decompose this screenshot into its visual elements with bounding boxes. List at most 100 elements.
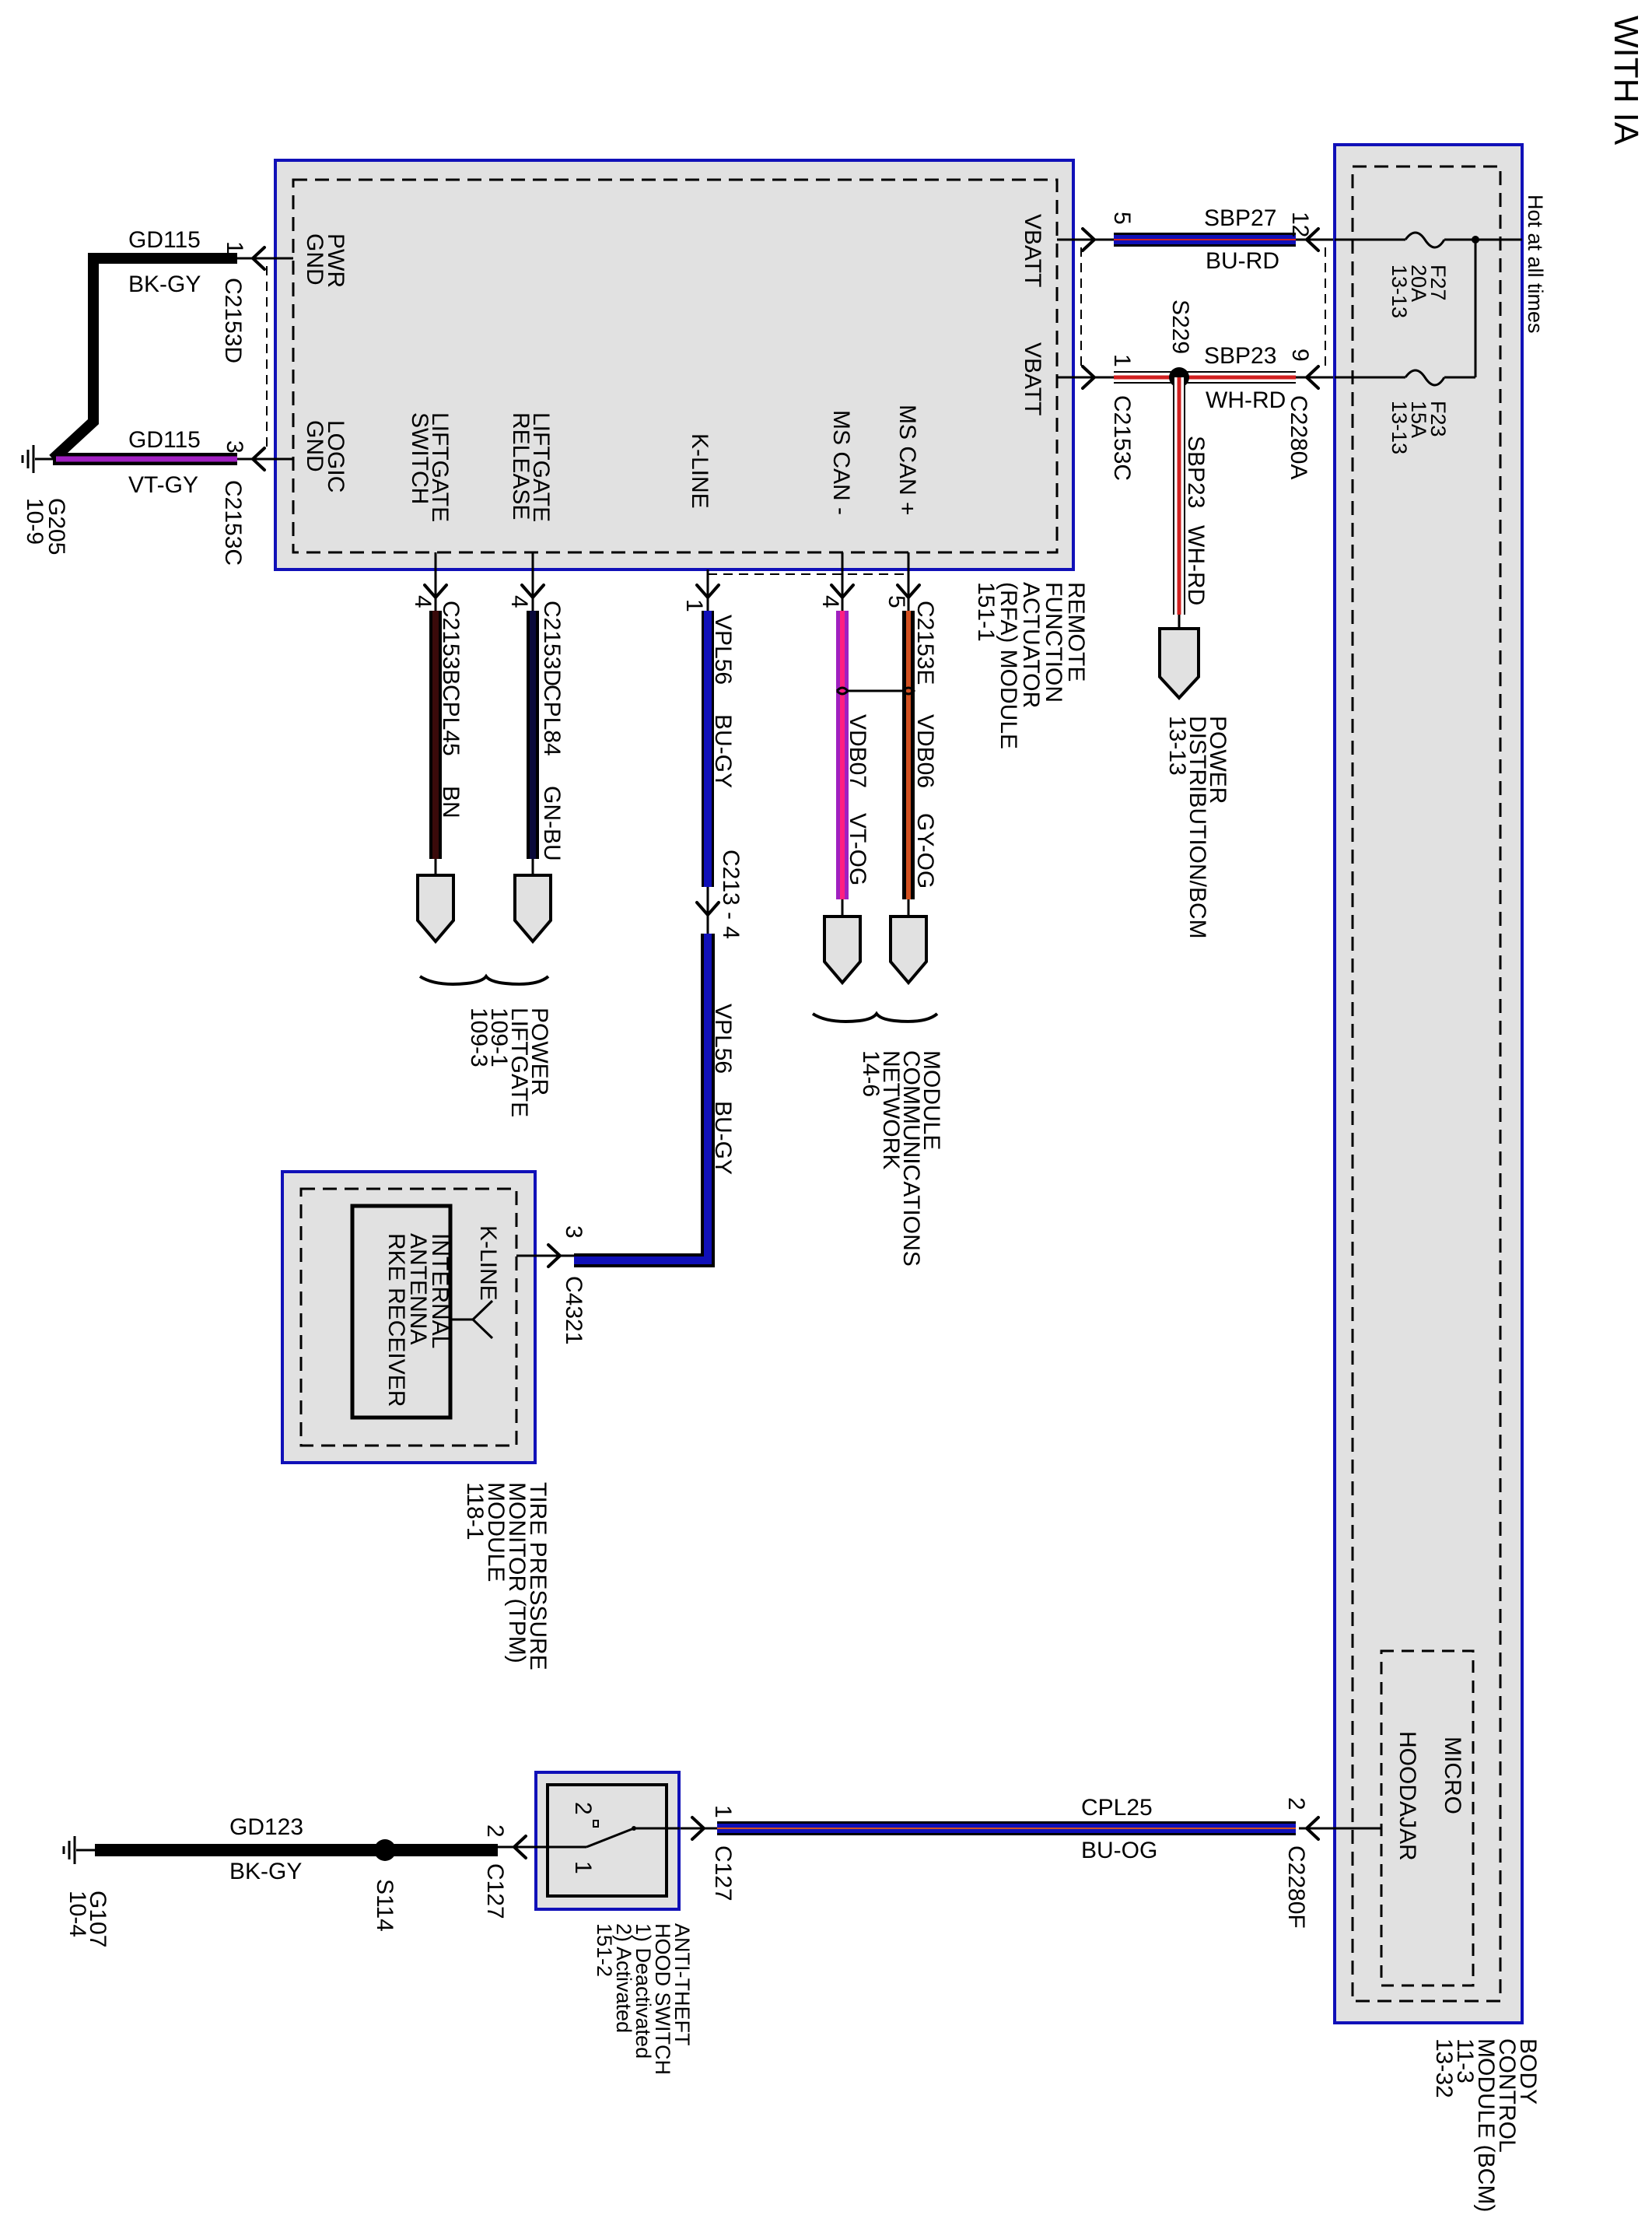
reference-stub-ms-can-plus[interactable] [889, 915, 928, 986]
svg-text:COMMUNICATIONS: COMMUNICATIONS [898, 1050, 924, 1267]
reference-stub-liftgate-release[interactable] [513, 874, 552, 945]
ground-symbol-g107 [62, 1836, 95, 1864]
pin-number-1-k-line: 1 [681, 599, 707, 612]
pin-number-4-ms-can-minus: 4 [817, 595, 843, 608]
circuit-label-cpl25: CPL25 [1081, 1795, 1153, 1821]
pin-number-1: 1 [222, 241, 247, 254]
fuse-rating-f27: 20A [1407, 265, 1430, 302]
svg-text:INTERNAL: INTERNAL [427, 1233, 453, 1348]
fuse-icon-f23 [1404, 369, 1446, 387]
pin-number-2-c2280f: 2 [1283, 1797, 1309, 1810]
connector-label-c2153b: C2153B [438, 601, 464, 685]
connector-label-c2153e: C2153E [912, 601, 938, 685]
reference-stub-power-distribution[interactable] [1158, 627, 1200, 700]
wire-color-gn-bu: GN-BU [539, 786, 565, 861]
pin-number-9: 9 [1287, 349, 1313, 362]
fuse-label-f27: F27 [1426, 265, 1450, 301]
splice-s114 [374, 1839, 396, 1861]
rfa-pin-liftgate-switch-line2: SWITCH [407, 412, 432, 504]
connector-label-c2153c: C2153C [220, 480, 246, 566]
circuit-label-sbp23-branch: SBP23 [1183, 436, 1209, 508]
pin-number-5-ms-can-plus: 5 [884, 595, 909, 608]
wire-color-vt-gy: VT-GY [128, 472, 198, 498]
svg-text:(RFA) MODULE: (RFA) MODULE [996, 582, 1021, 749]
svg-text:REMOTE: REMOTE [1063, 582, 1089, 682]
connector-label-c2280a: C2280A [1286, 395, 1311, 479]
svg-text:LIFTGATE: LIFTGATE [506, 1008, 532, 1117]
fuse-icon-f27 [1404, 231, 1446, 249]
svg-text:1) Deactivated: 1) Deactivated [632, 1923, 655, 2059]
svg-text:TIRE PRESSURE: TIRE PRESSURE [525, 1482, 551, 1670]
circuit-label-gd115-1: GD115 [128, 227, 201, 253]
wire-color-bu-gy: BU-GY [710, 714, 736, 788]
rfa-pin-vbatt-1: VBATT [1020, 214, 1045, 287]
svg-text:13-32: 13-32 [1431, 2038, 1457, 2098]
reference-power-distribution: POWER DISTRIBUTION/BCM 13-13 [1164, 716, 1230, 939]
circuit-label-vpl56-2: VPL56 [710, 1004, 736, 1074]
connector-arrow-c127-2 [512, 1835, 527, 1859]
connector-arrow-c2280f-2 [1304, 1816, 1320, 1841]
pin-number-1-c127: 1 [710, 1805, 736, 1818]
svg-text:RKE RECEIVER: RKE RECEIVER [383, 1233, 409, 1407]
ground-ref-g107: 10-4 [65, 1891, 90, 1937]
circuit-label-cpl84: CPL84 [539, 685, 565, 756]
antenna-icon [450, 1299, 494, 1340]
connector-arrow-c2153d-1 [250, 246, 266, 271]
svg-text:MODULE: MODULE [483, 1482, 509, 1582]
fuse-rating-f23: 15A [1407, 401, 1430, 438]
rfa-pin-logic-gnd-line2: GND [302, 420, 327, 472]
circuit-label-sbp23: SBP23 [1204, 343, 1276, 369]
reference-stub-liftgate-switch[interactable] [416, 874, 455, 945]
bcm-caption: BODY CONTROL MODULE (BCM) 11-3 13-32 [1431, 2038, 1541, 2212]
circuit-label-vdb06: VDB06 [912, 714, 938, 788]
svg-text:DISTRIBUTION/BCM: DISTRIBUTION/BCM [1185, 716, 1210, 939]
wire-color-wh-rd: WH-RD [1206, 387, 1286, 413]
pin-number-12: 12 [1287, 212, 1313, 237]
svg-text:13-13: 13-13 [1164, 716, 1190, 776]
ground-label-g205: G205 [44, 498, 69, 555]
fuse-ref-f27: 13-13 [1388, 265, 1411, 318]
rfa-pin-logic-gnd-line1: LOGIC [323, 420, 348, 492]
diagram-title: WITH IA [1607, 16, 1645, 145]
svg-text:BODY: BODY [1515, 2038, 1541, 2105]
connector-arrow-rfa-5 [1081, 227, 1097, 252]
hood-switch[interactable] [534, 1771, 681, 1911]
bcm-supply-label: Hot at all times [1524, 195, 1547, 334]
svg-text:MODULE (BCM): MODULE (BCM) [1473, 2038, 1499, 2212]
svg-text:11-3: 11-3 [1452, 2038, 1478, 2084]
wire-color-bk-gy-1: BK-GY [128, 272, 201, 297]
connector-label-c127-2: C127 [482, 1863, 508, 1919]
bcm-hoodajar-label: HOODAJAR [1395, 1731, 1420, 1861]
svg-text:2) Activated: 2) Activated [612, 1923, 635, 2033]
rfa-pin-k-line: K-LINE [687, 433, 712, 509]
connector-arrow-c127-1 [691, 1816, 706, 1841]
svg-text:POWER: POWER [1205, 716, 1230, 804]
rfa-pin-ms-can-minus: MS CAN - [828, 410, 854, 515]
svg-text:ANTENNA: ANTENNA [405, 1233, 431, 1344]
pin-number-4-liftgate-release: 4 [506, 595, 532, 608]
circuit-label-vpl56: VPL56 [710, 615, 736, 685]
hood-switch-pos1: 1 [570, 1861, 596, 1874]
circuit-label-gd115-2: GD115 [128, 427, 201, 453]
svg-text:FUNCTION: FUNCTION [1041, 582, 1066, 703]
rfa-module[interactable] [274, 159, 1075, 571]
tpm-caption: TIRE PRESSURE MONITOR (TPM) MODULE 118-1 [462, 1482, 551, 1670]
splice-label-s114: S114 [372, 1879, 397, 1932]
svg-text:ANTI-THEFT: ANTI-THEFT [670, 1923, 694, 2045]
wire-color-wh-rd-branch: WH-RD [1183, 525, 1209, 605]
reference-stub-ms-can-minus[interactable] [823, 915, 862, 986]
rfa-pin-pwr-gnd-line1: PWR [323, 233, 348, 288]
ground-label-g107: G107 [85, 1891, 110, 1947]
rfa-caption: REMOTE FUNCTION ACTUATOR (RFA) MODULE 15… [973, 582, 1089, 749]
brace-module-comm [811, 1011, 939, 1023]
hood-switch-pos2: 2 [570, 1802, 596, 1815]
ground-ref-g205: 10-9 [22, 498, 47, 545]
tpm-module[interactable] [281, 1170, 537, 1464]
ground-symbol-g205 [21, 445, 53, 473]
svg-text:109-1: 109-1 [486, 1008, 512, 1067]
wire-color-bu-gy-2: BU-GY [710, 1101, 736, 1175]
wire-vpl56-2[interactable] [574, 934, 715, 1267]
wire-gd115-pwr[interactable] [49, 253, 237, 464]
bcm-module[interactable] [1333, 143, 1524, 2024]
svg-text:151-2: 151-2 [593, 1923, 616, 1977]
